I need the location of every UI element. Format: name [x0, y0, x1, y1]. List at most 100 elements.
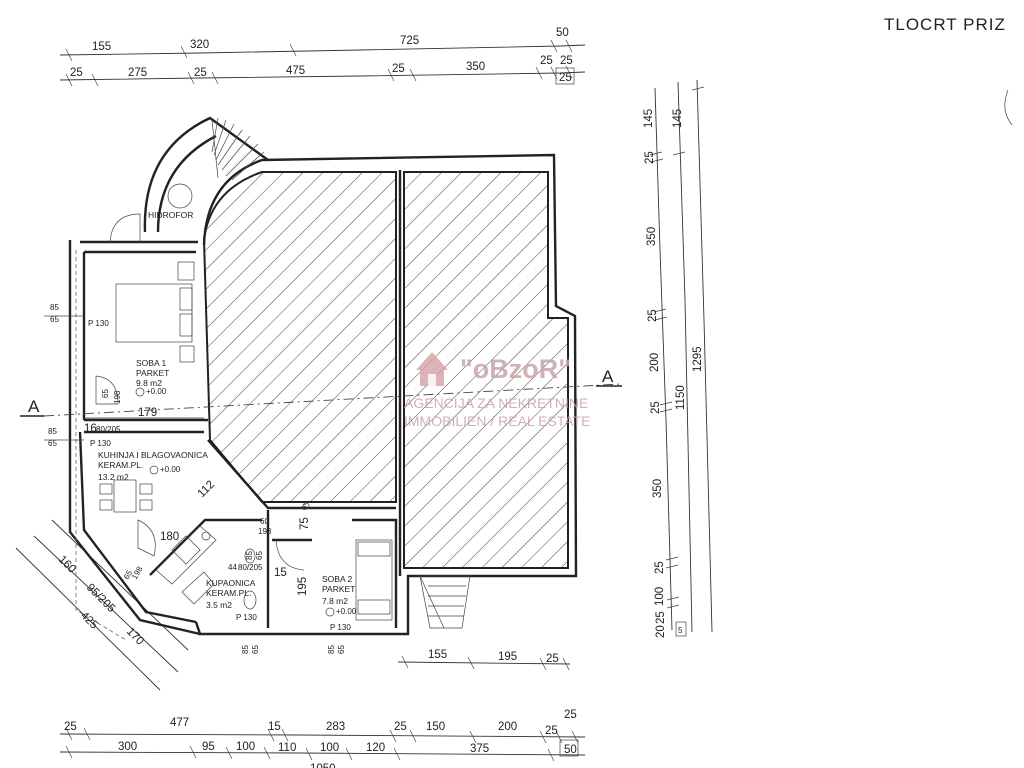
dim-bot2-110: 110: [278, 742, 296, 754]
soba2-sill: P 130: [330, 623, 351, 632]
dim-door-80-205-b: 80/205: [238, 563, 263, 572]
dim-bot2-100a: 100: [236, 741, 255, 753]
dim-wall-179: 179: [138, 407, 157, 419]
dim-mid-198: 65: [255, 551, 264, 560]
dim-left2-85: 85: [48, 427, 57, 436]
kuhinja-floor: KERAM.PL.: [98, 460, 143, 470]
dim-bot1-150: 150: [426, 721, 445, 733]
kuhinja-sill: P 130: [90, 439, 111, 448]
watermark-brand: "oBzoR": [460, 354, 571, 384]
dining-table: [113, 479, 137, 513]
hatched-area-left: [202, 171, 397, 503]
soba2-name: SOBA 2: [322, 574, 353, 584]
soba1-floor: PARKET: [136, 368, 169, 378]
hydrophore-tank: [167, 183, 193, 209]
dim-top-50: 50: [556, 27, 569, 39]
dim-br-85: 85: [327, 645, 336, 654]
right-dimensions: 145 25 350 25 200 25 350 25 100 25 20 14…: [643, 79, 713, 638]
dim-bot1-283: 283: [326, 721, 345, 733]
house-logo-icon: [416, 352, 448, 386]
dim-bot1-200: 200: [498, 721, 517, 733]
soba2-area: 7.8 m2: [322, 596, 348, 606]
label-hidrofor: HIDROFOR: [148, 210, 193, 220]
dim-bot-mid-195: 195: [498, 651, 517, 663]
kupaonica-area: 3.5 m2: [206, 600, 232, 610]
hatched-area-right: [403, 171, 569, 569]
dim-bot1-25b: 25: [394, 721, 407, 733]
dim-diag-112: 112: [196, 479, 217, 500]
dim-mid-65: 85: [245, 551, 254, 560]
soba2-level: +0.00: [336, 607, 357, 616]
dim-right-25d: 25: [654, 561, 666, 574]
dim-bl-85: 85: [241, 645, 250, 654]
section-mark-right: A: [602, 367, 614, 386]
section-line-a: A A: [20, 367, 622, 417]
dim-diag-170: 170: [124, 626, 146, 648]
dim-bot-mid-155: 155: [428, 649, 447, 661]
dim-bot1-25c: 25: [545, 725, 558, 737]
bottom-dimensions: 155 195 25 25 477 15 283 25 150 200 25 2…: [59, 649, 586, 768]
room-soba-2: SOBA 2 PARKET 7.8 m2 +0.00 P 130: [275, 539, 393, 632]
left-diagonal-dimensions: 160 95/205 425 170: [15, 519, 189, 691]
spiral-staircase: HIDROFOR: [109, 116, 269, 243]
watermark-line1: AGENCIJA ZA NEKRETNINE: [404, 395, 588, 411]
toilet: [243, 590, 257, 610]
section-mark-left: A: [28, 397, 40, 416]
dim-br-65: 65: [337, 645, 346, 654]
top-dimensions: 155 320 725 50 25 275 25 475 25 350 25 2…: [59, 27, 586, 87]
dim-top2-275: 275: [128, 67, 147, 79]
dim-right-100: 100: [654, 587, 666, 606]
kuhinja-level: +0.00: [160, 465, 181, 474]
dim-bot2-375: 375: [470, 743, 489, 755]
room-soba-1: SOBA 1 PARKET 9.8 m2 +0.00 P 130 65 198: [88, 261, 195, 405]
dim-left-65: 65: [50, 315, 59, 324]
sink: [244, 548, 256, 564]
dim-bot1-25a: 25: [64, 721, 77, 733]
bed-soba-1: [115, 283, 193, 343]
dim-bot2-100b: 100: [320, 742, 339, 754]
dim-bot2-50: 50: [564, 744, 577, 756]
dim-right-145: 145: [643, 109, 655, 128]
kupaonica-sill: P 130: [236, 613, 257, 622]
dim-left-16: 16: [84, 423, 97, 435]
dim-bot1-477: 477: [170, 717, 189, 729]
soba1-level: +0.00: [146, 387, 167, 396]
dim-top2-25a: 25: [70, 67, 83, 79]
dim-top2-25e: 25: [560, 55, 573, 67]
soba1-area: 9.8 m2: [136, 378, 162, 388]
soba1-sill: P 130: [88, 319, 109, 328]
kuhinja-name: KUHINJA I BLAGOVAONICA: [98, 450, 208, 460]
dim-left-85: 85: [50, 303, 59, 312]
dim-top2-350: 350: [466, 61, 485, 73]
dim-right-20: 20: [655, 625, 667, 638]
dim-top2-25b: 25: [194, 67, 207, 79]
soba1-name: SOBA 1: [136, 358, 167, 368]
kupaonica-floor: KERAM.PL.: [206, 588, 251, 598]
watermark-line2: IMMOBILIEN / REAL ESTATE: [404, 413, 590, 429]
dim-bot1-25d: 25: [564, 709, 577, 721]
drawing-title: TLOCRT PRIZ: [884, 15, 1006, 34]
dim-right-200: 200: [649, 353, 661, 372]
bed-soba-2: [355, 539, 393, 621]
soba2-floor: PARKET: [322, 584, 355, 594]
dim-bl-65: 65: [251, 645, 260, 654]
dim-15: 15: [274, 567, 287, 579]
dim-diag-160: 160: [56, 554, 78, 576]
dim-right-25e: 25: [655, 611, 667, 624]
dim-bot1-15: 15: [268, 721, 281, 733]
dim-top-320: 320: [190, 39, 209, 51]
stairs-bottom: [419, 575, 471, 629]
dim-75: 75: [299, 517, 311, 530]
dim-bot-partial-1050: 1050: [310, 763, 336, 768]
dim-small-198: 198: [130, 564, 145, 581]
north-arrow-fragment: [1004, 89, 1013, 126]
dim-195: 195: [297, 577, 309, 596]
soba1-door-198: 198: [113, 390, 122, 404]
dim-right2-145: 145: [672, 109, 684, 128]
dim-top-extra-25: 25: [559, 72, 572, 84]
soba1-door-65: 65: [101, 389, 110, 398]
dim-door-80-205-a: 80/205: [96, 425, 121, 434]
dim-bot2-300: 300: [118, 741, 137, 753]
room-kuhinja: KUHINJA I BLAGOVAONICA KERAM.PL. 13.2 m2…: [90, 439, 217, 585]
